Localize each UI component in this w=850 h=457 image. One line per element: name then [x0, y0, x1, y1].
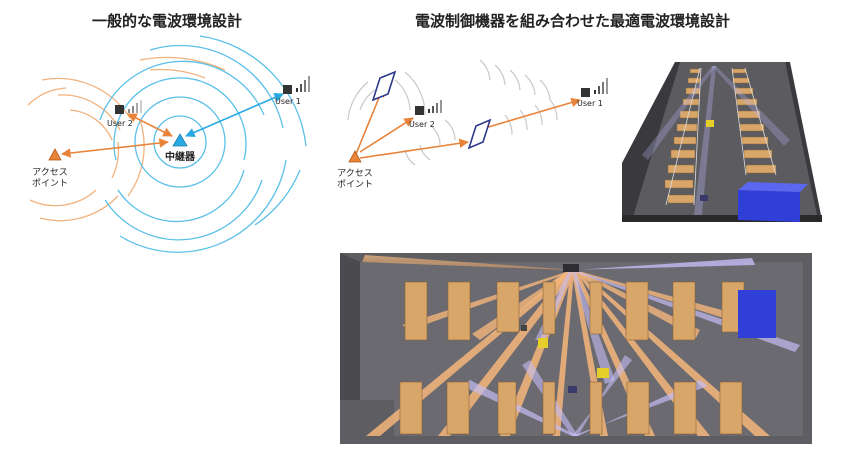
right-ap-label-1: アクセス [337, 168, 373, 179]
repeater-icon [173, 134, 187, 146]
right-access-point-icon [349, 151, 361, 162]
user2-signal-icon [128, 100, 142, 113]
right-user2-signal-icon [428, 100, 442, 113]
repeater-to-user1-link [186, 94, 283, 136]
user1-device-icon [283, 85, 292, 94]
reflected-waves [348, 60, 557, 165]
repeater-waves [100, 36, 306, 252]
left-ap-label-2: ポイント [32, 178, 68, 189]
right-user2-label: User 2 [409, 120, 435, 129]
left-user1-label: User 1 [275, 97, 301, 106]
right-diagram: アクセス ポイント User 2 User 1 [337, 60, 608, 190]
repeater-label: 中継器 [165, 150, 196, 163]
forklift-2 [597, 368, 609, 378]
hub-unit [563, 264, 579, 272]
blue-container [738, 190, 800, 222]
left-ap-label-1: アクセス [32, 167, 68, 178]
right-user1-signal-icon [594, 78, 608, 94]
left-user2-label: User 2 [107, 119, 133, 128]
right-ap-label-2: ポイント [337, 179, 373, 190]
topdown-blue-container [738, 290, 776, 338]
reflector-2-icon [469, 120, 490, 148]
right-user2-device-icon [415, 106, 424, 115]
forklift-1 [538, 338, 548, 348]
access-point-icon [49, 149, 61, 160]
ap-to-reflector2-link [360, 142, 468, 158]
warehouse-topdown-render [340, 253, 812, 444]
user2-to-repeater-link [128, 114, 172, 136]
right-user1-device-icon [581, 88, 590, 97]
left-diagram: アクセス ポイント 中継器 User 2 User 1 [28, 36, 310, 252]
user1-signal-icon [296, 76, 310, 92]
user2-device-icon [115, 105, 124, 114]
warehouse-perspective-render [621, 60, 850, 228]
right-user1-label: User 1 [577, 99, 603, 108]
reflector2-to-user1-link [485, 100, 580, 128]
reflector-1-icon [373, 72, 395, 100]
